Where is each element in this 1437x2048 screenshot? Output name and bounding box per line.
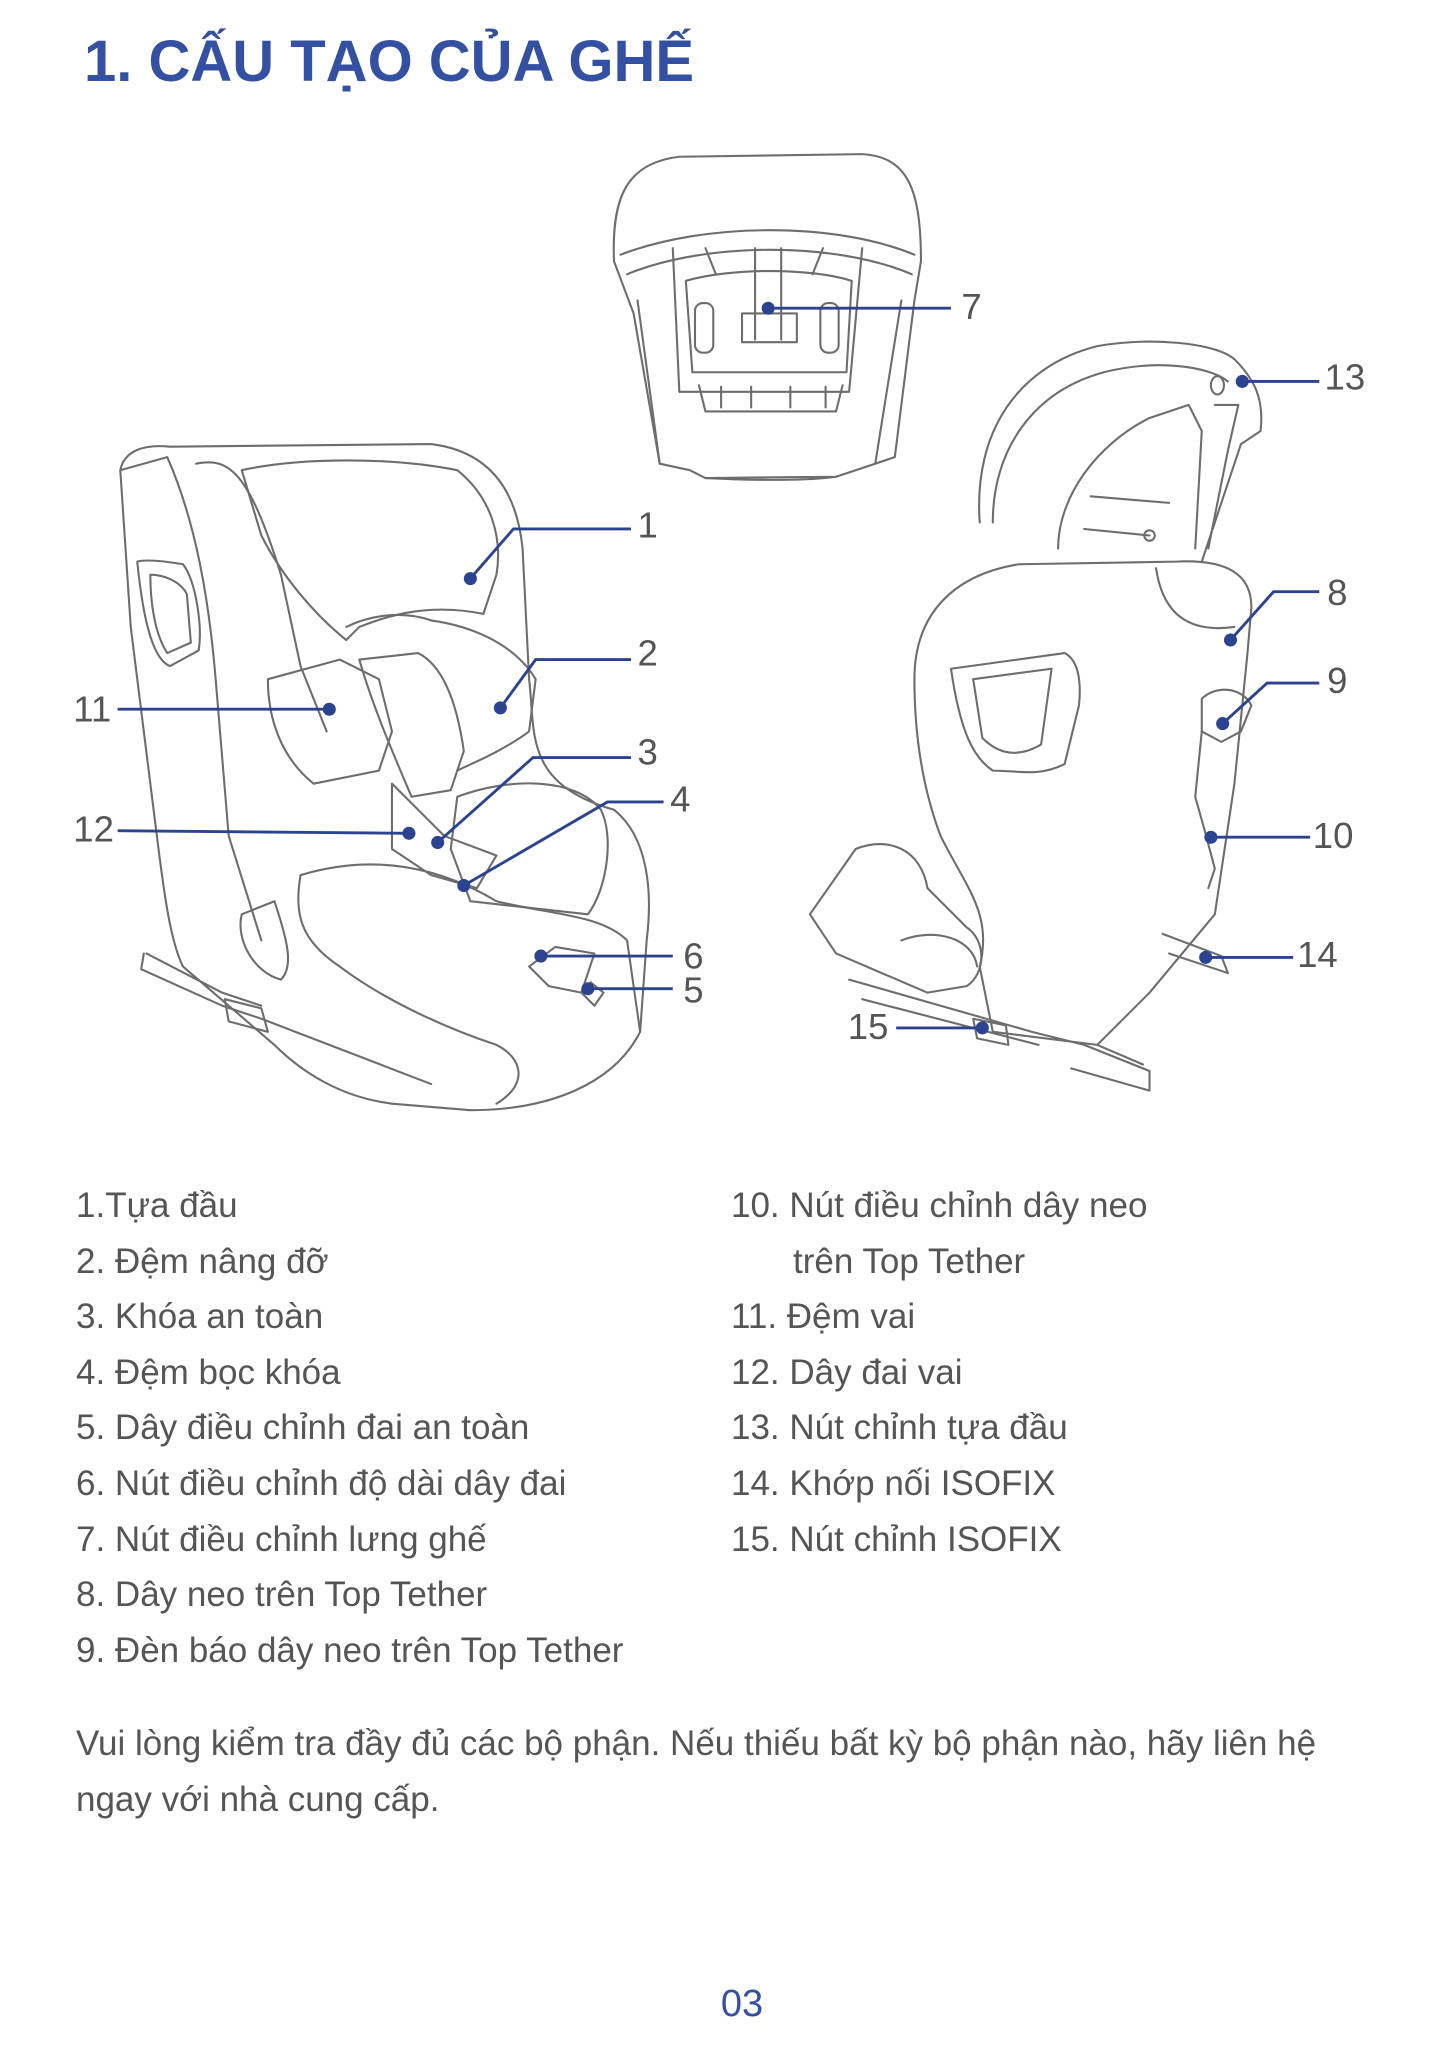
callout-14: 14 xyxy=(1199,934,1338,975)
parts-list-right: 10. Nút điều chỉnh dây neo trên Top Teth… xyxy=(731,1178,1147,1567)
list-item: 9. Đèn báo dây neo trên Top Tether xyxy=(76,1630,624,1670)
callout-8: 8 xyxy=(1223,572,1347,647)
svg-text:14: 14 xyxy=(1297,934,1338,975)
callout-6: 6 xyxy=(534,935,704,976)
list-item: 11. Đệm vai xyxy=(731,1297,916,1337)
svg-text:3: 3 xyxy=(638,732,658,773)
callout-11: 11 xyxy=(73,688,336,729)
page-number: 03 xyxy=(720,1983,764,2025)
page-title: 1. CẤU TẠO CỦA GHẾ xyxy=(84,29,695,94)
svg-text:13: 13 xyxy=(1325,357,1366,398)
callout-5: 5 xyxy=(581,969,704,1010)
list-item: 2. Đệm nâng đỡ xyxy=(76,1241,329,1281)
list-item: 3. Khóa an toàn xyxy=(76,1297,324,1337)
callout-2: 2 xyxy=(493,632,658,715)
callout-9: 9 xyxy=(1216,660,1347,731)
callout-3: 3 xyxy=(431,732,658,849)
svg-text:10: 10 xyxy=(1313,815,1354,856)
callout-15: 15 xyxy=(848,1006,989,1047)
list-item-continuation: trên Top Tether xyxy=(793,1241,1026,1281)
list-item: 15. Nút chỉnh ISOFIX xyxy=(731,1519,1062,1559)
list-item: 13. Nút chỉnh tựa đầu xyxy=(731,1408,1068,1448)
list-item: 5. Dây điều chỉnh đai an toàn xyxy=(76,1408,530,1448)
svg-text:1: 1 xyxy=(638,504,658,545)
callout-12: 12 xyxy=(73,809,416,850)
list-item: 4. Đệm bọc khóa xyxy=(76,1352,341,1392)
check-parts-note: Vui lòng kiểm tra đầy đủ các bộ phận. Nế… xyxy=(76,1724,1317,1819)
svg-text:9: 9 xyxy=(1327,660,1347,701)
callout-13: 13 xyxy=(1235,357,1366,398)
callout-4: 4 xyxy=(457,779,691,893)
svg-text:5: 5 xyxy=(683,969,703,1010)
svg-text:8: 8 xyxy=(1327,572,1347,613)
callout-10: 10 xyxy=(1204,815,1353,856)
list-item: 12. Dây đai vai xyxy=(731,1352,963,1392)
list-item: 6. Nút điều chỉnh độ dài dây đai xyxy=(76,1463,567,1503)
svg-text:2: 2 xyxy=(638,632,658,673)
parts-list-left: 1.Tựa đầu 2. Đệm nâng đỡ 3. Khóa an toàn… xyxy=(76,1178,623,1678)
list-item: 1.Tựa đầu xyxy=(76,1186,238,1225)
seat-front-view-drawing xyxy=(119,443,650,1112)
callout-1: 1 xyxy=(463,504,658,586)
svg-text:11: 11 xyxy=(73,688,111,729)
seat-rear-view-drawing xyxy=(808,340,1263,1092)
list-item: 7. Nút điều chỉnh lưng ghế xyxy=(76,1519,487,1559)
list-item: 14. Khớp nối ISOFIX xyxy=(731,1463,1056,1503)
list-item: 10. Nút điều chỉnh dây neo xyxy=(731,1186,1148,1225)
svg-text:7: 7 xyxy=(961,286,981,327)
svg-text:4: 4 xyxy=(670,779,690,820)
svg-text:12: 12 xyxy=(73,809,114,850)
seat-back-view-drawing xyxy=(612,153,922,481)
list-item: 8. Dây neo trên Top Tether xyxy=(76,1575,488,1615)
svg-text:15: 15 xyxy=(848,1006,889,1047)
callout-7: 7 xyxy=(761,286,982,327)
svg-text:6: 6 xyxy=(683,935,703,976)
